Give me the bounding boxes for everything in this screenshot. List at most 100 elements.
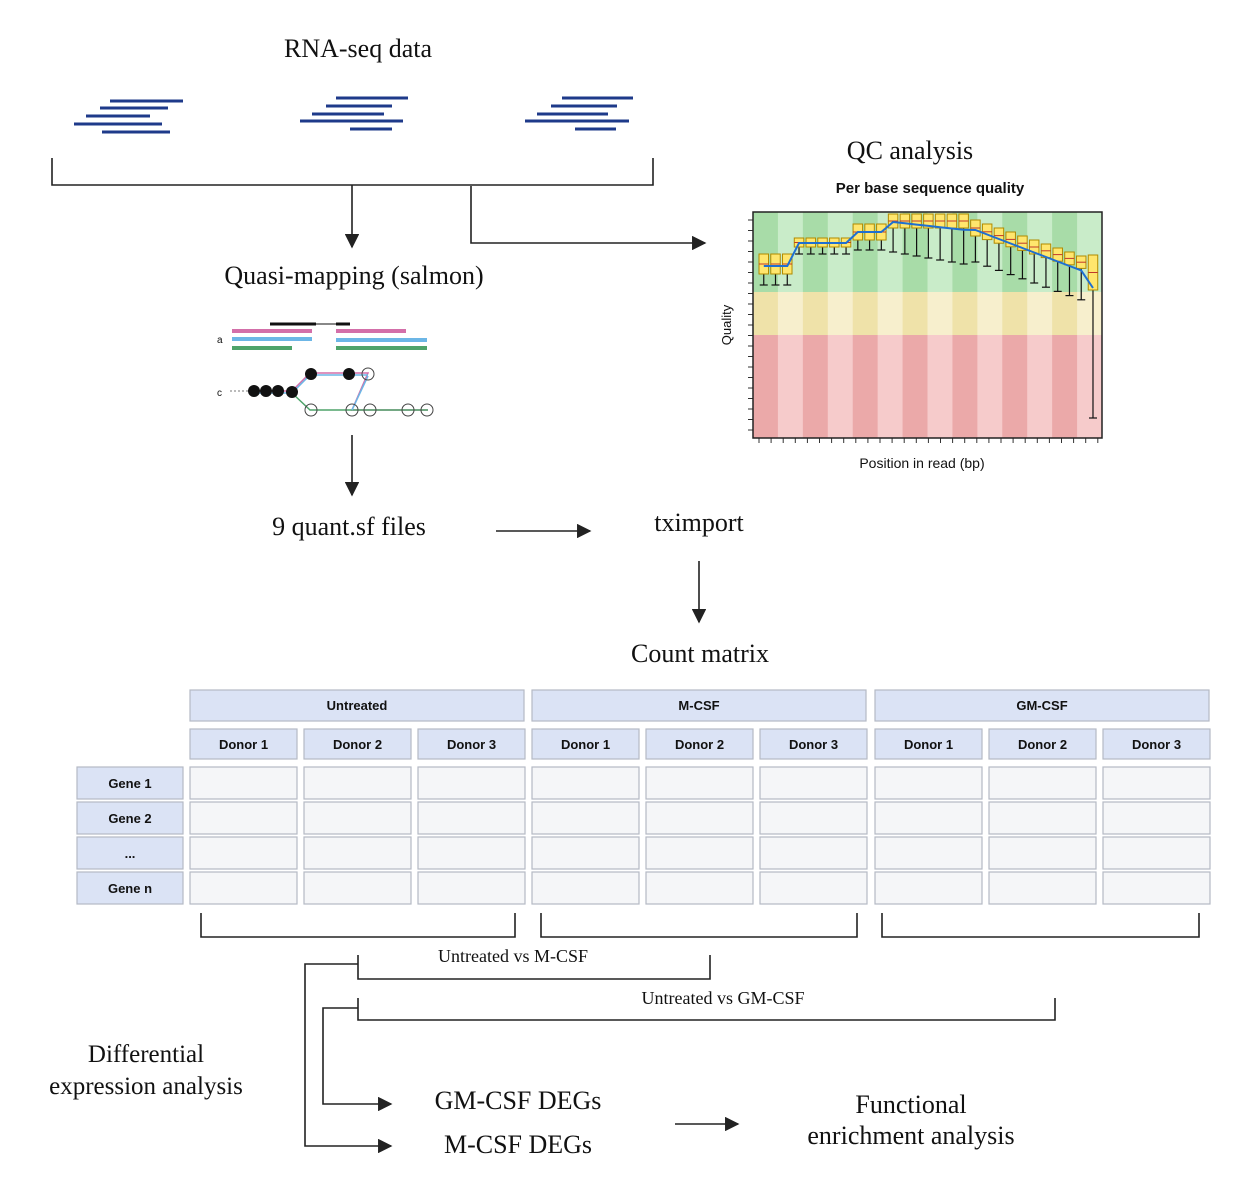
qc-zone-stripe bbox=[977, 335, 1003, 438]
matrix-cell bbox=[417, 801, 526, 835]
gene-row-label: ... bbox=[125, 846, 136, 861]
cmp1-bracket bbox=[357, 955, 711, 980]
qc-zone-stripe bbox=[952, 335, 978, 438]
qc-zone-stripe bbox=[802, 212, 829, 292]
gene-row-header bbox=[76, 766, 184, 800]
qc-zone-stripe bbox=[753, 292, 779, 335]
read-cluster-2 bbox=[300, 96, 408, 131]
qc-zone-stripe bbox=[927, 335, 953, 438]
qc-y-label: Quality bbox=[719, 304, 734, 345]
matrix-cell bbox=[1102, 871, 1211, 905]
matrix-cell bbox=[759, 871, 868, 905]
matrix-cell bbox=[417, 766, 526, 800]
matrix-cell bbox=[531, 836, 640, 870]
qc-zone-stripe bbox=[753, 212, 779, 292]
matrix-cell bbox=[1102, 801, 1211, 835]
matrix-cell bbox=[759, 766, 868, 800]
qc-zone-stripe bbox=[977, 292, 1003, 335]
qc-zone-stripe bbox=[852, 335, 879, 438]
qc-zone-stripe bbox=[827, 292, 854, 335]
matrix-cell bbox=[303, 766, 412, 800]
quant-files-label: 9 quant.sf files bbox=[272, 512, 426, 541]
group-header-label: GM-CSF bbox=[1016, 698, 1067, 713]
matrix-cell bbox=[189, 836, 298, 870]
count-matrix-title: Count matrix bbox=[631, 639, 769, 668]
donor-header bbox=[874, 728, 983, 760]
tximport-label: tximport bbox=[654, 508, 744, 537]
group-header bbox=[874, 689, 1210, 722]
qc-background-zones bbox=[753, 212, 1103, 438]
functional-label-line2: enrichment analysis bbox=[807, 1121, 1014, 1150]
quasi-title: Quasi-mapping (salmon) bbox=[224, 261, 483, 290]
qc-zone-stripe bbox=[1002, 212, 1028, 292]
qc-zone-stripe bbox=[1077, 335, 1103, 438]
matrix-cell bbox=[1102, 836, 1211, 870]
group-header bbox=[531, 689, 867, 722]
qc-zone-stripe bbox=[777, 335, 804, 438]
qc-zone-stripe bbox=[777, 292, 804, 335]
arrow-to-mcsf-degs bbox=[304, 963, 393, 1154]
quasi-mapping-illustration: a c bbox=[217, 322, 434, 417]
qc-zone-stripe bbox=[802, 335, 829, 438]
rnaseq-title: RNA-seq data bbox=[284, 34, 432, 63]
cmp1-label: Untreated vs M-CSF bbox=[438, 946, 588, 966]
matrix-cell bbox=[417, 836, 526, 870]
matrix-cell bbox=[303, 836, 412, 870]
donor-header-label: Donor 3 bbox=[789, 737, 838, 752]
donor-header-label: Donor 1 bbox=[219, 737, 268, 752]
matrix-cell bbox=[988, 871, 1097, 905]
mcsf-bracket bbox=[540, 913, 858, 938]
matrix-cell bbox=[417, 871, 526, 905]
qc-zone-stripe bbox=[877, 292, 904, 335]
qc-zone-stripe bbox=[827, 212, 854, 292]
matrix-cell bbox=[531, 801, 640, 835]
group-header bbox=[189, 689, 525, 722]
qc-zone-stripe bbox=[1052, 335, 1078, 438]
matrix-cell bbox=[303, 801, 412, 835]
donor-header bbox=[189, 728, 298, 760]
arrow-to-qc bbox=[470, 186, 707, 251]
diff-expr-label-line2: expression analysis bbox=[49, 1073, 243, 1100]
donor-header bbox=[645, 728, 754, 760]
matrix-cell bbox=[874, 836, 983, 870]
qc-axis-ticks bbox=[748, 219, 1099, 443]
donor-header bbox=[417, 728, 526, 760]
qc-zone-stripe bbox=[1027, 292, 1053, 335]
matrix-cell bbox=[189, 871, 298, 905]
read-cluster-1 bbox=[74, 99, 183, 134]
matrix-cell bbox=[531, 766, 640, 800]
matrix-cell bbox=[531, 871, 640, 905]
qc-x-label: Position in read (bp) bbox=[859, 455, 984, 471]
read-cluster-3 bbox=[525, 96, 633, 131]
donor-header-label: Donor 2 bbox=[1018, 737, 1067, 752]
cmp2-label: Untreated vs GM-CSF bbox=[642, 988, 805, 1008]
donor-header bbox=[303, 728, 412, 760]
matrix-cell bbox=[189, 801, 298, 835]
donor-header-label: Donor 3 bbox=[1132, 737, 1181, 752]
qc-zone-stripe bbox=[852, 292, 879, 335]
matrix-cell bbox=[645, 766, 754, 800]
diff-expr-label-line1: Differential bbox=[88, 1041, 204, 1068]
matrix-cell bbox=[988, 801, 1097, 835]
gene-row-label: Gene 1 bbox=[108, 776, 151, 791]
qc-title: QC analysis bbox=[847, 136, 973, 165]
qc-chart-title: Per base sequence quality bbox=[836, 180, 1025, 197]
donor-header bbox=[759, 728, 868, 760]
donor-header-label: Donor 2 bbox=[675, 737, 724, 752]
untreated-bracket bbox=[200, 913, 516, 938]
qc-zone-stripe bbox=[1002, 292, 1028, 335]
matrix-cell bbox=[874, 871, 983, 905]
mcsf-degs-label: M-CSF DEGs bbox=[444, 1130, 592, 1159]
donor-header bbox=[531, 728, 640, 760]
gene-row-label: Gene 2 bbox=[108, 811, 151, 826]
qc-mean-line bbox=[763, 220, 1094, 289]
panel-c-label: c bbox=[217, 388, 222, 399]
donor-header-label: Donor 2 bbox=[333, 737, 382, 752]
matrix-cell bbox=[645, 871, 754, 905]
qc-zone-stripe bbox=[802, 292, 829, 335]
qc-frame bbox=[752, 211, 1103, 439]
qc-zone-stripe bbox=[827, 335, 854, 438]
gene-row-header bbox=[76, 871, 184, 905]
